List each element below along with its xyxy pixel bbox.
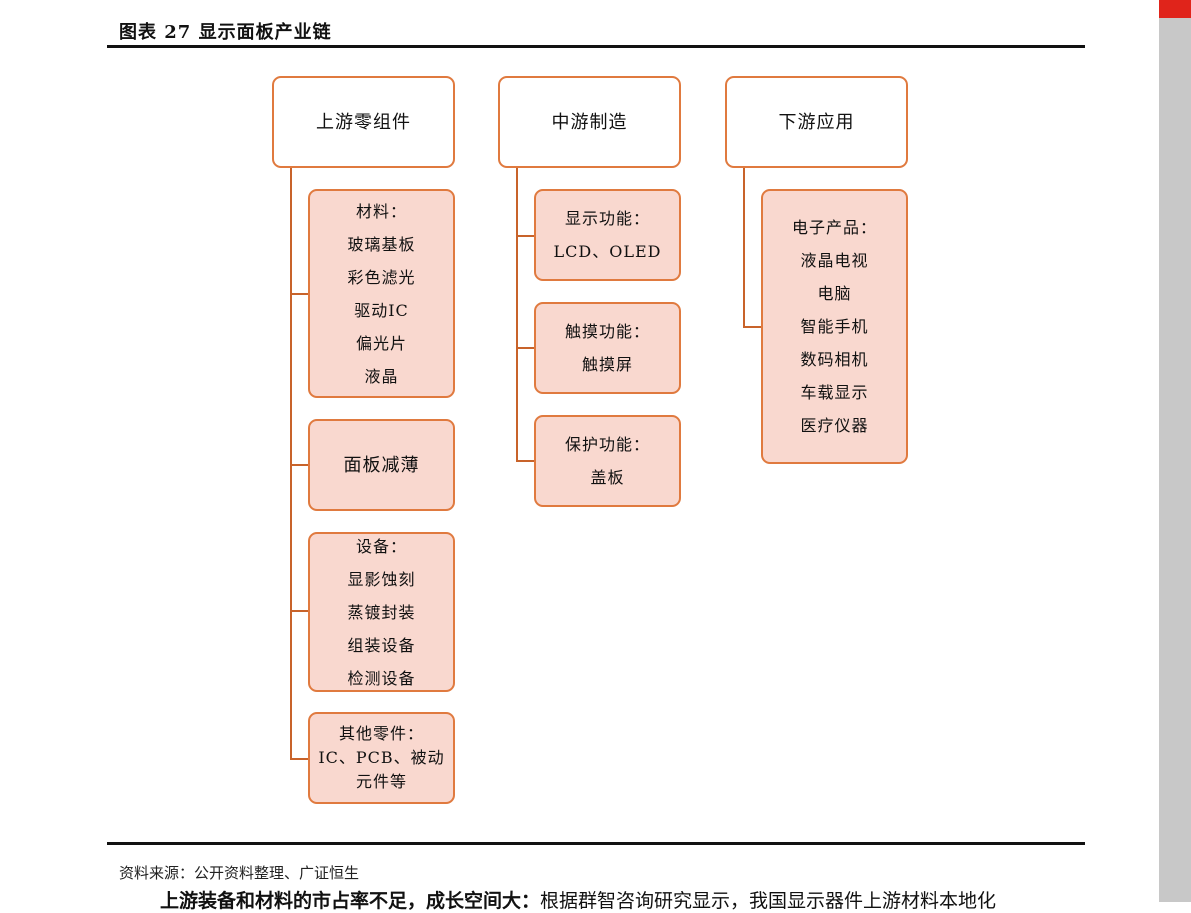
item-line: LCD、OLED	[553, 242, 662, 261]
item-line: IC、PCB、被动	[318, 748, 445, 767]
item-line: 材料：	[355, 201, 407, 221]
item-line: 智能手机	[800, 317, 869, 336]
top-rule	[107, 45, 1085, 48]
item-line: 组装设备	[347, 635, 416, 655]
item-electronic-products: 电子产品： 液晶电视 电脑 智能手机 数码相机 车载显示 医疗仪器	[761, 189, 908, 464]
item-line: 检测设备	[347, 668, 416, 688]
item-line: 液晶	[364, 366, 399, 386]
item-line: 玻璃基板	[347, 234, 416, 254]
item-line: 驱动IC	[354, 300, 409, 320]
item-line: 偏光片	[355, 333, 407, 353]
item-materials: 材料： 玻璃基板 彩色滤光 驱动IC 偏光片 液晶	[308, 189, 455, 398]
connector-upstream-branch	[290, 464, 310, 466]
header-upstream: 上游零组件	[272, 76, 455, 168]
figure-title: 图表 27 显示面板产业链	[119, 22, 332, 43]
item-line: 数码相机	[800, 350, 869, 369]
body-bold-lead: 上游装备和材料的市占率不足，成长空间大：	[160, 890, 541, 912]
item-protection-function: 保护功能： 盖板	[534, 415, 681, 507]
header-downstream-label: 下游应用	[778, 111, 855, 133]
item-line: 其他零件：	[338, 724, 424, 743]
item-line: 保护功能：	[564, 435, 650, 454]
body-paragraph: 上游装备和材料的市占率不足，成长空间大：根据群智咨询研究显示，我国显示器件上游材…	[160, 886, 996, 913]
connector-midstream-trunk	[516, 168, 518, 462]
connector-upstream-branch	[290, 293, 310, 295]
item-line: 面板减薄	[343, 454, 420, 476]
connector-midstream-branch	[516, 460, 536, 462]
item-line: 显示功能：	[564, 209, 650, 228]
page-side-bar	[1159, 0, 1191, 902]
connector-upstream-branch	[290, 610, 310, 612]
header-midstream: 中游制造	[498, 76, 681, 168]
item-line: 电脑	[817, 284, 852, 303]
item-line: 元件等	[355, 772, 407, 791]
item-line: 设备：	[355, 536, 407, 556]
item-touch-function: 触摸功能： 触摸屏	[534, 302, 681, 394]
connector-midstream-branch	[516, 347, 536, 349]
connector-upstream-branch	[290, 758, 310, 760]
item-line: 液晶电视	[800, 251, 869, 270]
header-downstream: 下游应用	[725, 76, 908, 168]
connector-downstream-trunk	[743, 168, 745, 328]
item-line: 医疗仪器	[800, 416, 869, 435]
connector-downstream-branch	[743, 326, 763, 328]
connector-midstream-branch	[516, 235, 536, 237]
item-line: 电子产品：	[791, 218, 877, 237]
body-normal-text: 根据群智咨询研究显示，我国显示器件上游材料本地化	[540, 890, 997, 912]
item-line: 车载显示	[800, 383, 869, 402]
item-line: 触摸屏	[581, 355, 633, 374]
bottom-rule	[107, 842, 1085, 845]
item-other-parts: 其他零件： IC、PCB、被动 元件等	[308, 712, 455, 804]
item-panel-thinning: 面板减薄	[308, 419, 455, 511]
item-line: 盖板	[590, 468, 625, 487]
page-side-accent	[1159, 0, 1191, 18]
item-line: 显影蚀刻	[347, 569, 416, 589]
source-note: 资料来源：公开资料整理、广证恒生	[119, 864, 360, 882]
item-line: 触摸功能：	[564, 322, 650, 341]
item-equipment: 设备： 显影蚀刻 蒸镀封装 组装设备 检测设备	[308, 532, 455, 692]
header-upstream-label: 上游零组件	[316, 111, 411, 133]
item-line: 蒸镀封装	[347, 602, 416, 622]
item-line: 彩色滤光	[347, 267, 416, 287]
header-midstream-label: 中游制造	[551, 111, 628, 133]
item-display-function: 显示功能： LCD、OLED	[534, 189, 681, 281]
